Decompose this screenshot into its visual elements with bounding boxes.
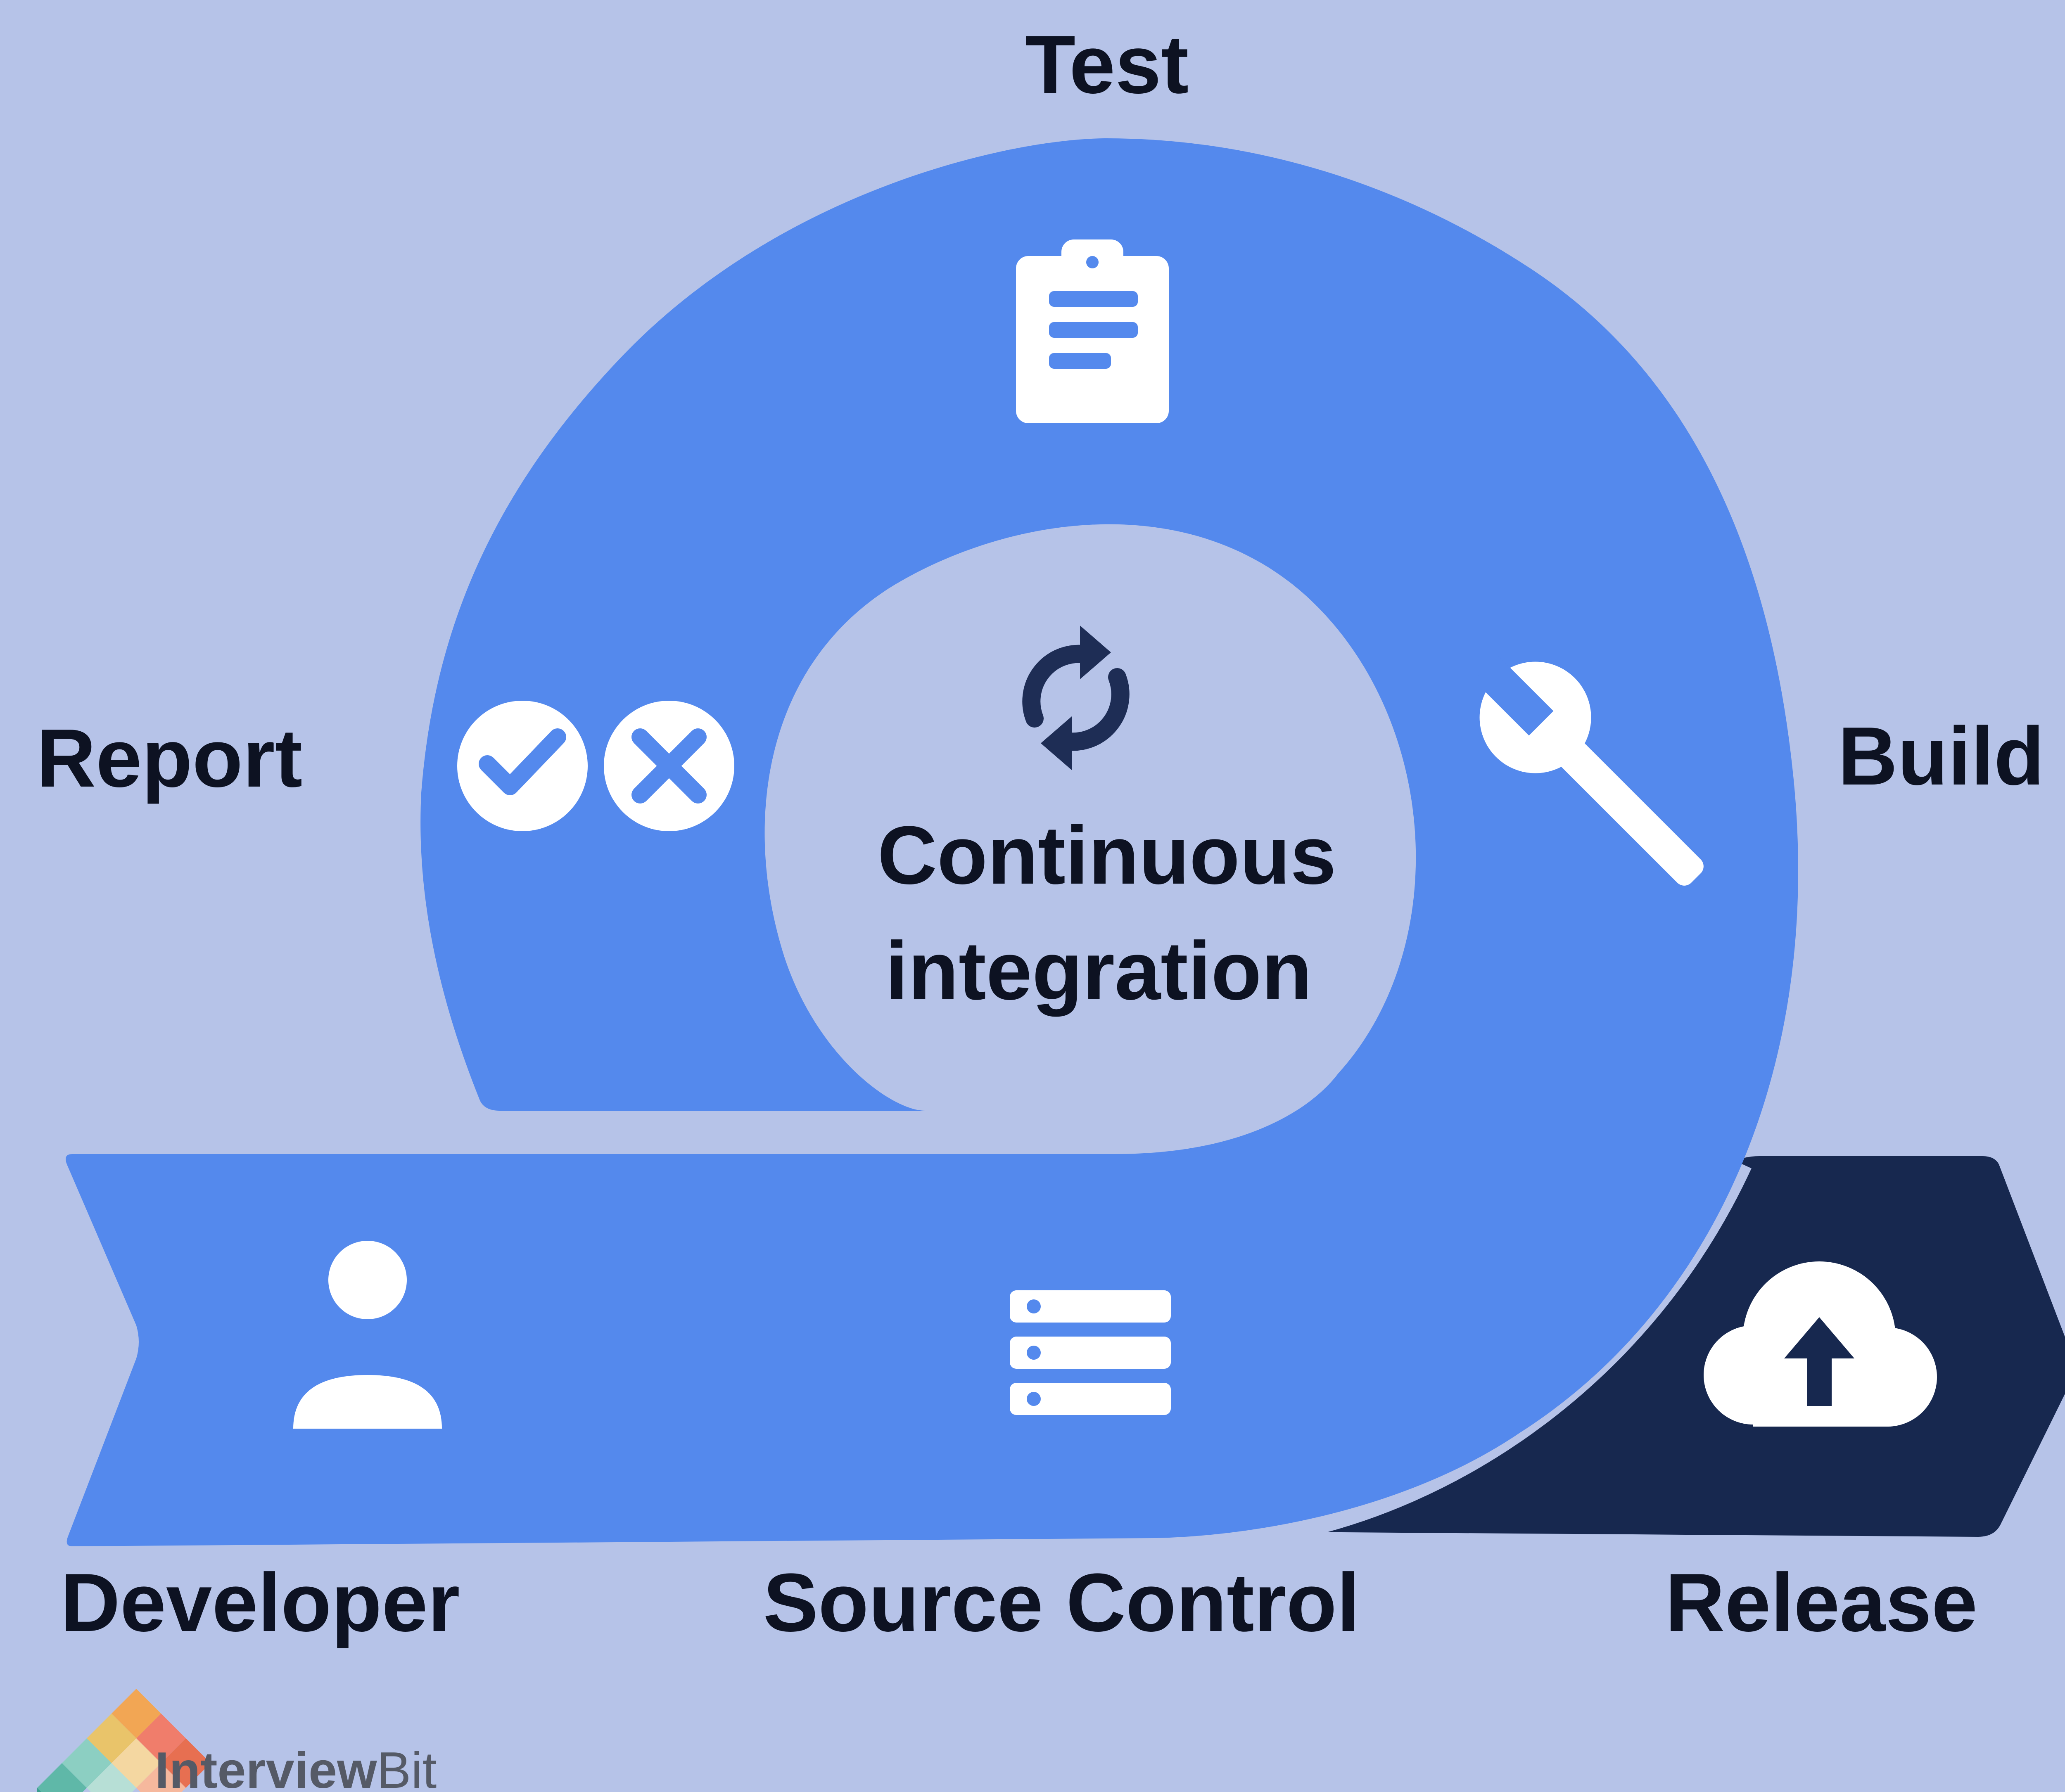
label-report: Report — [36, 712, 302, 804]
label-developer: Developer — [60, 1557, 460, 1649]
sync-icon — [1022, 626, 1130, 770]
logo-text-interview: Interview — [155, 1742, 377, 1792]
logo-mark — [37, 1689, 211, 1792]
cloud-upload-icon — [1704, 1261, 1937, 1427]
release-band — [1284, 1156, 2065, 1537]
clipboard-icon — [1016, 239, 1169, 423]
center-title-line2: integration — [885, 925, 1312, 1017]
check-circle-icon — [457, 701, 588, 831]
center-title-line1: Continuous — [878, 809, 1336, 901]
logo-text-bit: Bit — [377, 1742, 437, 1792]
x-circle-icon — [604, 701, 734, 831]
svg-text:InterviewBit: InterviewBit — [155, 1742, 437, 1792]
label-source-control: Source Control — [763, 1557, 1360, 1649]
wrench-icon — [1473, 655, 1704, 886]
label-release: Release — [1665, 1557, 1977, 1649]
server-icon — [1010, 1290, 1171, 1415]
label-build: Build — [1838, 710, 2044, 802]
spiral-band — [65, 138, 1798, 1546]
interviewbit-logo: InterviewBit — [37, 1689, 437, 1792]
label-test: Test — [1025, 19, 1189, 111]
user-icon — [293, 1241, 442, 1429]
